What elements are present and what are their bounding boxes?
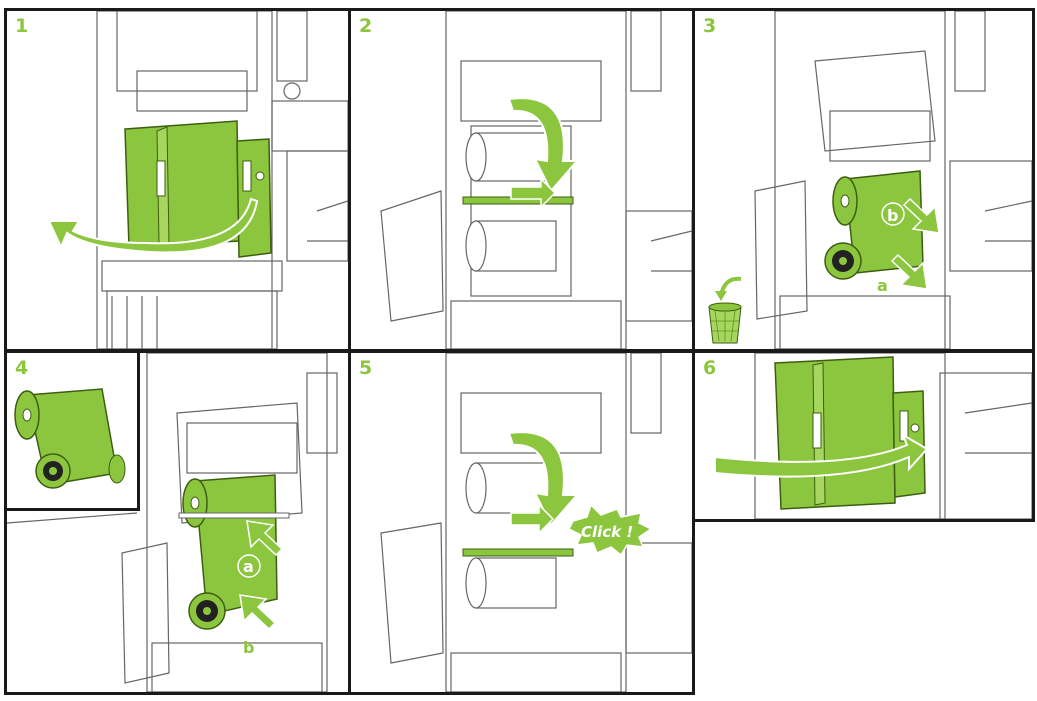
printer-illustration [714, 353, 1032, 519]
ribbon-rolls [465, 132, 557, 272]
rotate-arrow-icon [507, 97, 580, 193]
rotate-arrow-icon [714, 432, 929, 478]
label-b: b [887, 206, 898, 225]
arrow-b-icon [239, 594, 277, 631]
click-callout: Click ! [567, 503, 653, 557]
printer-illustration: Click ! [380, 353, 692, 692]
step-number: 1 [15, 15, 29, 37]
arrow-a-icon [890, 253, 928, 290]
step-4-panel: a b 4 [4, 350, 351, 695]
step-6-panel: 6 [692, 350, 1035, 522]
step-5-panel: Click ! 5 [348, 350, 695, 695]
label-a: a [877, 276, 888, 295]
push-arrow-icon [510, 177, 557, 209]
printer-cover [774, 356, 926, 510]
ink-ribbon-icon [182, 474, 278, 630]
rotate-arrow-icon [507, 431, 580, 527]
printer-cover [124, 120, 272, 258]
rotate-arrow-icon [47, 197, 259, 254]
step-number: 4 [15, 357, 29, 379]
printer-illustration [380, 11, 692, 349]
printer-illustration: b a [708, 11, 1032, 349]
trash-bin-icon [708, 276, 742, 344]
arrow-b-icon [902, 197, 940, 234]
used-ribbon [824, 170, 924, 280]
step-number: 2 [359, 15, 373, 37]
ribbon-lock-bar [462, 548, 574, 557]
label-b: b [243, 638, 254, 657]
step-3-panel: b a 3 [692, 8, 1035, 352]
step-number: 5 [359, 357, 373, 379]
ink-ribbon-icon [14, 388, 126, 489]
step-number: 6 [703, 357, 717, 379]
step-number: 3 [703, 15, 717, 37]
arrow-a-icon [246, 520, 284, 557]
push-arrow-icon [510, 503, 555, 535]
label-a: a [243, 557, 254, 576]
step-1-panel: 1 [4, 8, 351, 352]
printer-illustration: a b [7, 353, 338, 692]
svg-text:Click !: Click ! [581, 523, 633, 541]
step-2-panel: 2 [348, 8, 695, 352]
printer-illustration [47, 11, 348, 349]
ribbon-inset [7, 353, 140, 511]
